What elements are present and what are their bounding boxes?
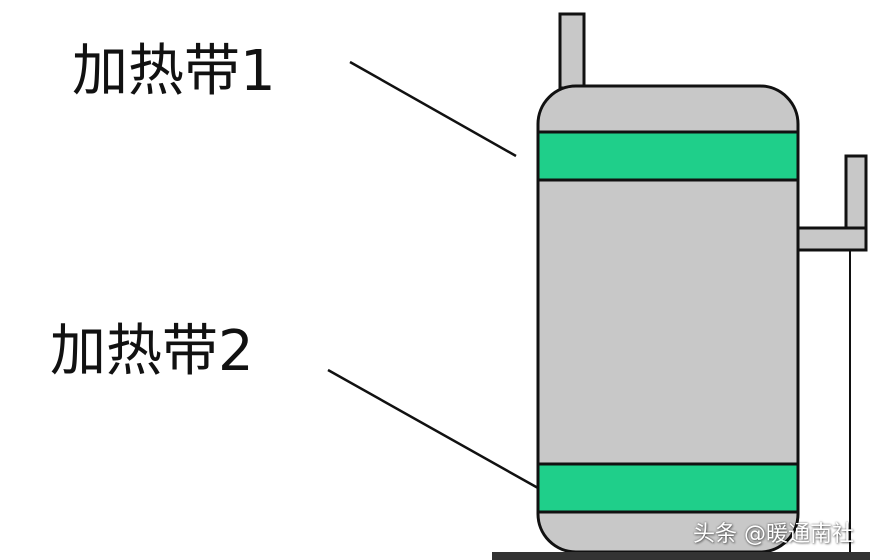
leader-line-2 (327, 368, 539, 490)
leader-line-1 (349, 60, 517, 158)
watermark: 头条 @暖通南社 (693, 522, 854, 547)
top-pipe (558, 12, 586, 90)
heater-band-2 (536, 462, 800, 514)
base-plate (492, 552, 870, 560)
side-pipe (796, 154, 868, 252)
heater-band-2-label: 加热带2 (50, 319, 254, 384)
heater-band-1 (536, 130, 800, 182)
heater-band-1-label: 加热带1 (72, 39, 276, 104)
